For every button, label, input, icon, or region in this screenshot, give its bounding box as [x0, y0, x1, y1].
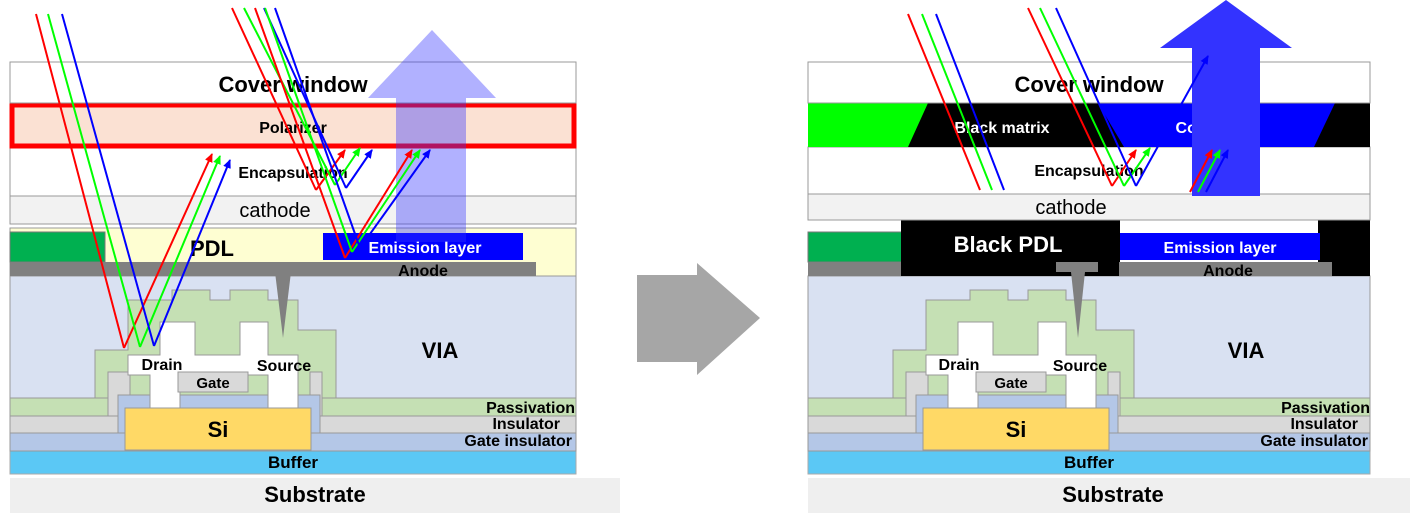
- ambient-light-rays: [907, 7, 1229, 193]
- gate-insulator-label: Gate insulator: [1260, 433, 1368, 450]
- substrate-layer: [808, 478, 1410, 513]
- si-active-layer: [922, 407, 1110, 451]
- substrate-label: Substrate: [1062, 482, 1163, 507]
- si-active-layer: [124, 407, 312, 451]
- left-panel-polarizer-stack: Substrate Buffer Gate Si Drain Source VI…: [9, 7, 620, 513]
- black-matrix-label: Black matrix: [954, 120, 1049, 137]
- green-color-filter: [808, 103, 928, 147]
- passivation-label: Passivation: [1281, 400, 1370, 417]
- cathode-label: cathode: [1035, 197, 1106, 219]
- anode-label: Anode: [398, 263, 448, 280]
- cathode-label: cathode: [239, 200, 310, 222]
- via-label: VIA: [1228, 338, 1265, 363]
- gate-electrode: [975, 371, 1047, 393]
- emission-layer-label: Emission layer: [369, 240, 482, 257]
- right-panel-polarizer-free-stack: Substrate Buffer Gate Si Drain Source VI…: [807, 0, 1410, 513]
- gate-label: Gate: [994, 375, 1027, 392]
- gate-insulator-label: Gate insulator: [464, 433, 572, 450]
- encapsulation-layer: [807, 146, 1371, 195]
- buffer-label: Buffer: [1064, 453, 1114, 472]
- right-arrow-icon: [637, 263, 760, 375]
- via-label: VIA: [422, 338, 459, 363]
- substrate-label: Substrate: [264, 482, 365, 507]
- encapsulation-label: Encapsulation: [238, 165, 347, 182]
- gate-label: Gate: [196, 375, 229, 392]
- emission-layer-label: Emission layer: [1164, 240, 1277, 257]
- light-emission-arrow: [368, 30, 496, 242]
- buffer-label: Buffer: [268, 453, 318, 472]
- drain-label: Drain: [939, 357, 980, 374]
- encapsulation-label: Encapsulation: [1034, 163, 1143, 180]
- source-label: Source: [1053, 358, 1107, 375]
- anode-via-contact: [1056, 262, 1098, 338]
- insulator-label: Insulator: [492, 416, 560, 433]
- ambient-light-rays: [35, 7, 431, 349]
- cathode-layer: [807, 193, 1371, 221]
- si-label: Si: [208, 417, 229, 442]
- si-label: Si: [1006, 417, 1027, 442]
- gate-electrode: [177, 371, 249, 393]
- encapsulation-layer: [9, 147, 577, 197]
- passivation-label: Passivation: [486, 400, 575, 417]
- drain-label: Drain: [142, 357, 183, 374]
- green-emission-neighbor: [9, 231, 106, 263]
- emission-layer: [1120, 233, 1320, 260]
- anode-label: Anode: [1203, 263, 1253, 280]
- substrate-layer: [10, 478, 620, 513]
- light-emission-arrow: [1160, 0, 1292, 196]
- black-pdl-label: Black PDL: [954, 232, 1063, 257]
- cover-window-label: Cover window: [218, 72, 368, 97]
- green-emission-neighbor: [807, 231, 904, 263]
- insulator-label: Insulator: [1290, 416, 1358, 433]
- anode-via-contact: [237, 262, 310, 338]
- source-label: Source: [257, 358, 311, 375]
